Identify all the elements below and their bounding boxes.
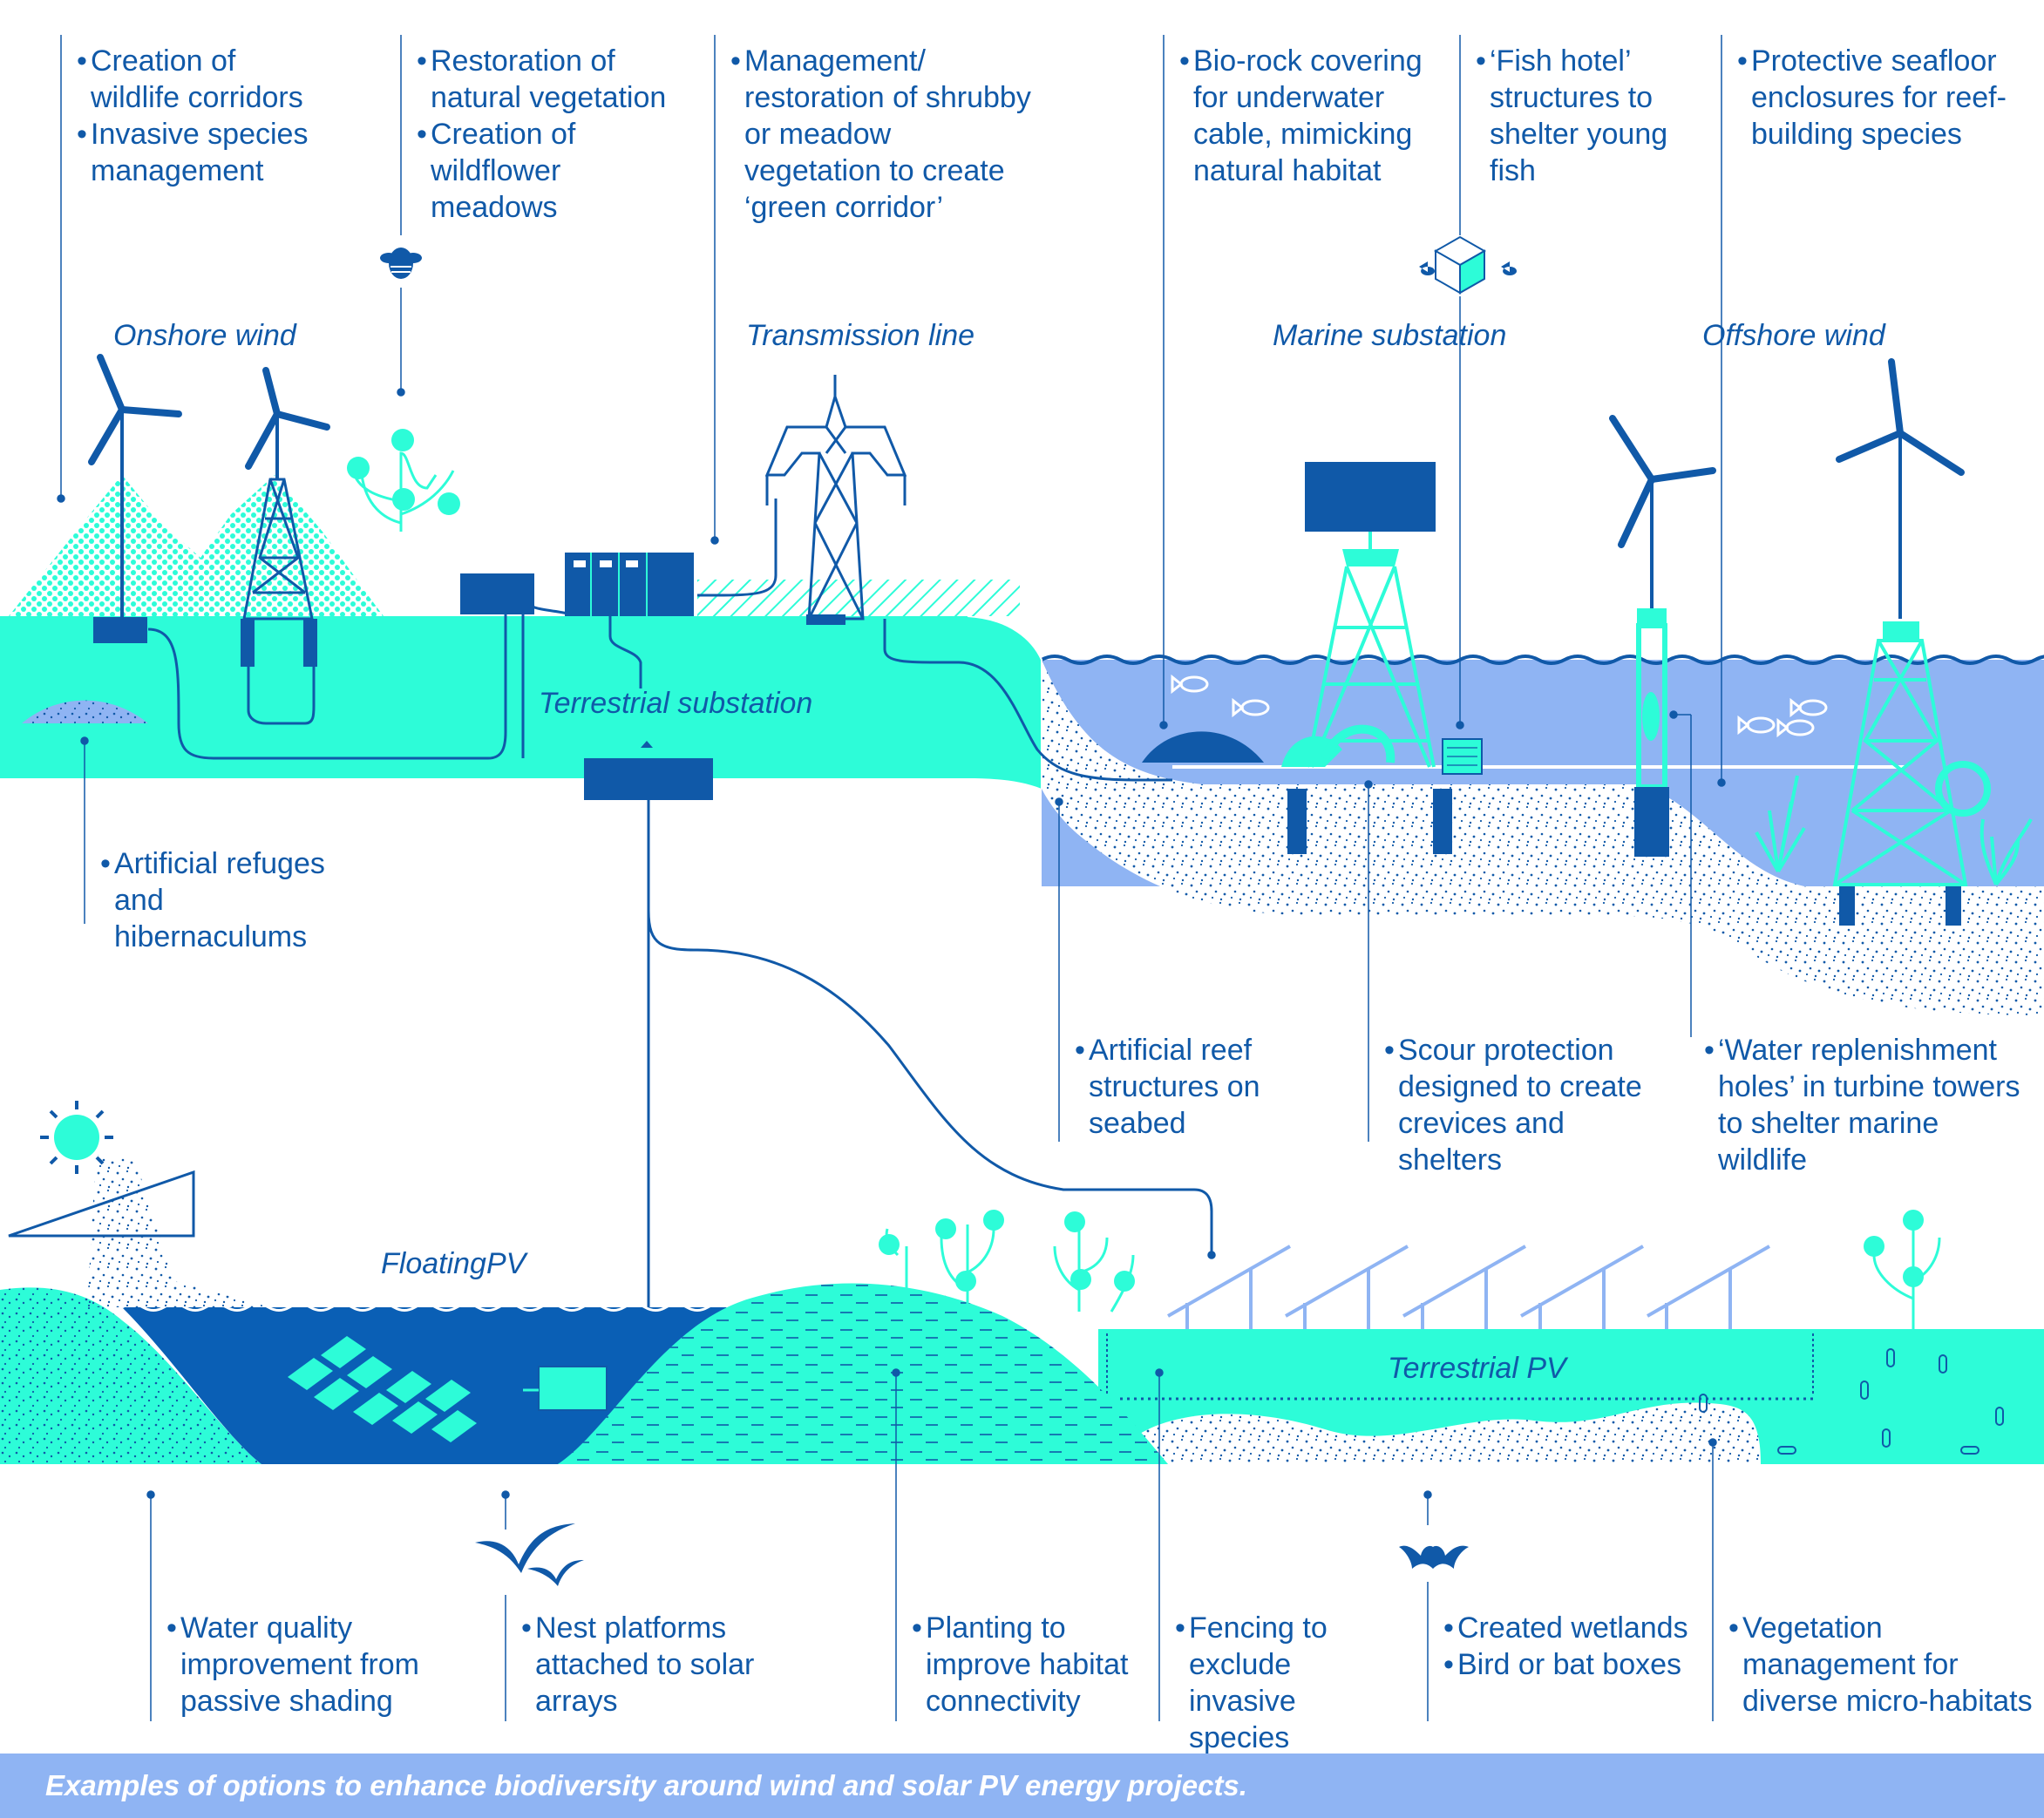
meadow-flowers — [347, 429, 460, 515]
onshore-turbine-2 — [241, 367, 330, 667]
annotation-fencing: Fencing to exclude invasive species — [1175, 1610, 1389, 1756]
top-scene — [0, 354, 2044, 1015]
bird-icon — [475, 1523, 584, 1586]
annotation-item: Protective seafloor enclosures for reef-… — [1737, 43, 2013, 153]
annotation-nest-platforms: Nest platforms attached to solar arrays — [521, 1610, 814, 1720]
annotation-scour-protection: Scour protection designed to create crev… — [1384, 1032, 1660, 1178]
annotation-fish-hotel: ‘Fish hotel’ structures to shelter young… — [1476, 43, 1708, 189]
bat-icon — [1399, 1545, 1469, 1569]
micro-habitat-marks — [1699, 1348, 2004, 1455]
annotation-item: Creation of wildlife corridors — [77, 43, 309, 116]
annotation-water-quality: Water quality improvement from passive s… — [166, 1610, 442, 1720]
annotation-wetlands-boxes: Created wetlands Bird or bat boxes — [1443, 1610, 1688, 1683]
meadow-bush — [351, 451, 455, 532]
annotation-item: Water quality improvement from passive s… — [166, 1610, 442, 1720]
fish-hotel-icon — [1419, 235, 1518, 295]
substation-box — [460, 573, 534, 614]
annotation-item: ‘Fish hotel’ structures to shelter young… — [1476, 43, 1708, 189]
annotation-artificial-reef: Artificial reef structures on seabed — [1075, 1032, 1289, 1142]
terrestrial-substation-box — [584, 758, 713, 800]
label-terrestrial-substation: Terrestrial substation — [539, 687, 813, 720]
annotation-item: Fencing to exclude invasive species — [1175, 1610, 1389, 1756]
fish-icon — [1789, 697, 1828, 718]
leader-lines — [57, 35, 1726, 1721]
annotation-item: Scour protection designed to create crev… — [1384, 1032, 1660, 1178]
label-onshore-wind: Onshore wind — [113, 319, 296, 352]
fish-icon — [1232, 697, 1270, 718]
caption: Examples of options to enhance biodivers… — [45, 1769, 1247, 1801]
annotation-item: ‘Water replenishment holes’ in turbine t… — [1704, 1032, 2023, 1178]
fish-icon — [1171, 674, 1209, 695]
annotation-vegetation-management: Vegetation management for diverse micro-… — [1728, 1610, 2044, 1720]
annotation-planting: Planting to improve habitat connectivity — [912, 1610, 1152, 1720]
tree-canopies — [879, 1210, 1135, 1292]
label-terrestrial-pv: Terrestrial PV — [1388, 1352, 1566, 1385]
label-transmission-line: Transmission line — [746, 319, 975, 352]
seaweed — [1755, 775, 2033, 886]
annotation-green-corridor: Management/ restoration of shrubby or me… — [730, 43, 1032, 226]
annotation-item: Artificial reef structures on seabed — [1075, 1032, 1289, 1142]
annotation-item: Nest platforms attached to solar arrays — [521, 1610, 814, 1720]
fish-icon — [1776, 717, 1815, 738]
annotation-wildlife-corridors: Creation of wildlife corridors Invasive … — [77, 43, 309, 189]
fish-group — [1171, 674, 1828, 738]
annotation-bio-rock: Bio-rock covering for underwater cable, … — [1179, 43, 1429, 189]
annotation-seafloor-enclosures: Protective seafloor enclosures for reef-… — [1737, 43, 2013, 153]
fish-icon — [1737, 715, 1776, 736]
floating-panels — [288, 1336, 477, 1442]
substation-cabinets — [565, 553, 694, 616]
annotation-item: Management/ restoration of shrubby or me… — [730, 43, 1032, 226]
annotation-item: Bird or bat boxes — [1443, 1646, 1688, 1683]
label-floating-pv: FloatingPV — [381, 1247, 526, 1280]
annotation-item: Created wetlands — [1443, 1610, 1688, 1646]
annotation-natural-vegetation: Restoration of natural vegetation Creati… — [417, 43, 683, 226]
annotation-item: Invasive species management — [77, 116, 309, 189]
label-offshore-wind: Offshore wind — [1702, 319, 1885, 352]
annotation-item: Artificial refuges and hibernaculums — [100, 845, 341, 955]
onshore-turbine-1 — [88, 354, 182, 643]
annotation-item: Planting to improve habitat connectivity — [912, 1610, 1152, 1720]
marine-substation — [1281, 462, 1452, 854]
offshore-turbine-2 — [1832, 358, 1991, 926]
annotation-item: Restoration of natural vegetation — [417, 43, 683, 116]
pv-panel-row — [1167, 1245, 1770, 1329]
annotation-item: Bio-rock covering for underwater cable, … — [1179, 43, 1429, 189]
label-marine-substation: Marine substation — [1273, 319, 1507, 352]
annotation-artificial-refuges: Artificial refuges and hibernaculums — [100, 845, 341, 955]
annotation-water-replenishment: ‘Water replenishment holes’ in turbine t… — [1704, 1032, 2023, 1178]
annotation-item: Vegetation management for diverse micro-… — [1728, 1610, 2044, 1720]
bottom-scene — [0, 1101, 2044, 1464]
bee-icon — [380, 248, 422, 279]
offshore-turbine-1 — [1609, 415, 1716, 857]
caption-bar: Examples of options to enhance biodivers… — [0, 1754, 2044, 1818]
annotation-item: Creation of wildflower meadows — [417, 116, 683, 226]
